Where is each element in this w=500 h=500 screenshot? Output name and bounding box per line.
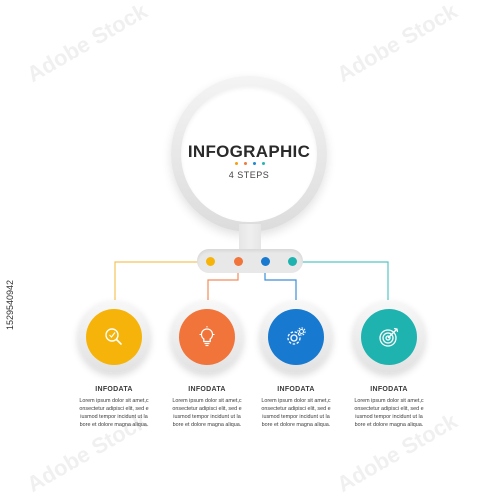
step-2-description: Lorem ipsum dolor sit amet,c onsectetur … bbox=[164, 397, 250, 429]
step-2-line: onsectetur adipisci elit, sed e bbox=[172, 406, 242, 412]
hub-subtitle: 4 STEPS bbox=[228, 170, 270, 180]
step-2-line: iusmod tempor incidunt ut la bbox=[173, 414, 241, 420]
step-2-line: Lorem ipsum dolor sit amet,c bbox=[172, 398, 242, 404]
connector-dot-2 bbox=[234, 257, 243, 266]
step-1-description: Lorem ipsum dolor sit amet,c onsectetur … bbox=[71, 397, 157, 429]
hub-dot-3 bbox=[253, 162, 256, 165]
step-4-disc bbox=[361, 309, 417, 365]
magnifier-check-icon bbox=[105, 328, 122, 345]
step-1-line: onsectetur adipisci elit, sed e bbox=[79, 406, 149, 412]
step-4-circle bbox=[353, 301, 425, 373]
step-4-line: Lorem ipsum dolor sit amet,c bbox=[354, 398, 424, 404]
hub-dot-2 bbox=[244, 162, 247, 165]
hub-dot-4 bbox=[262, 162, 265, 165]
step-2-title: INFODATA bbox=[188, 386, 226, 393]
step-1-disc bbox=[86, 309, 142, 365]
step-3-disc bbox=[268, 309, 324, 365]
step-2-line: bore et dolore magna aliqua. bbox=[172, 422, 242, 428]
step-3-line: onsectetur adipisci elit, sed e bbox=[261, 406, 331, 412]
hub-stem bbox=[239, 224, 261, 254]
step-4-title: INFODATA bbox=[370, 386, 408, 393]
step-3-line: Lorem ipsum dolor sit amet,c bbox=[261, 398, 331, 404]
step-1-line: Lorem ipsum dolor sit amet,c bbox=[79, 398, 149, 404]
step-1-line: iusmod tempor incidunt ut la bbox=[80, 414, 148, 420]
hub-dot-1 bbox=[235, 162, 238, 165]
connector-dot-3 bbox=[261, 257, 270, 266]
connector-line-2 bbox=[207, 266, 239, 300]
step-3-title: INFODATA bbox=[277, 386, 315, 393]
step-3-description: Lorem ipsum dolor sit amet,c onsectetur … bbox=[253, 397, 339, 429]
step-2-circle bbox=[171, 301, 243, 373]
gear-icon bbox=[287, 327, 306, 345]
lightbulb-icon bbox=[199, 326, 215, 347]
connector-dot-1 bbox=[206, 257, 215, 266]
step-2-disc bbox=[179, 309, 235, 365]
connector-dot-4 bbox=[288, 257, 297, 266]
step-4-line: bore et dolore magna aliqua. bbox=[354, 422, 424, 428]
connector-line-4 bbox=[292, 261, 389, 300]
step-4-line: iusmod tempor incidunt ut la bbox=[355, 414, 423, 420]
step-4-line: onsectetur adipisci elit, sed e bbox=[354, 406, 424, 412]
step-4-description: Lorem ipsum dolor sit amet,c onsectetur … bbox=[346, 397, 432, 429]
hub-title: INFOGRAPHIC bbox=[187, 142, 311, 161]
step-1-title: INFODATA bbox=[95, 386, 133, 393]
connector-line-3 bbox=[264, 266, 297, 300]
connector-line-1 bbox=[114, 261, 210, 300]
step-3-circle bbox=[260, 301, 332, 373]
hub-circle-inner bbox=[181, 86, 317, 222]
step-3-line: bore et dolore magna aliqua. bbox=[261, 422, 331, 428]
step-1-circle bbox=[78, 301, 150, 373]
stock-image-id: 1529540942 bbox=[5, 279, 15, 330]
hub-dots bbox=[233, 162, 267, 166]
target-icon bbox=[379, 327, 399, 347]
step-3-line: iusmod tempor incidunt ut la bbox=[262, 414, 330, 420]
step-1-line: bore et dolore magna aliqua. bbox=[79, 422, 149, 428]
